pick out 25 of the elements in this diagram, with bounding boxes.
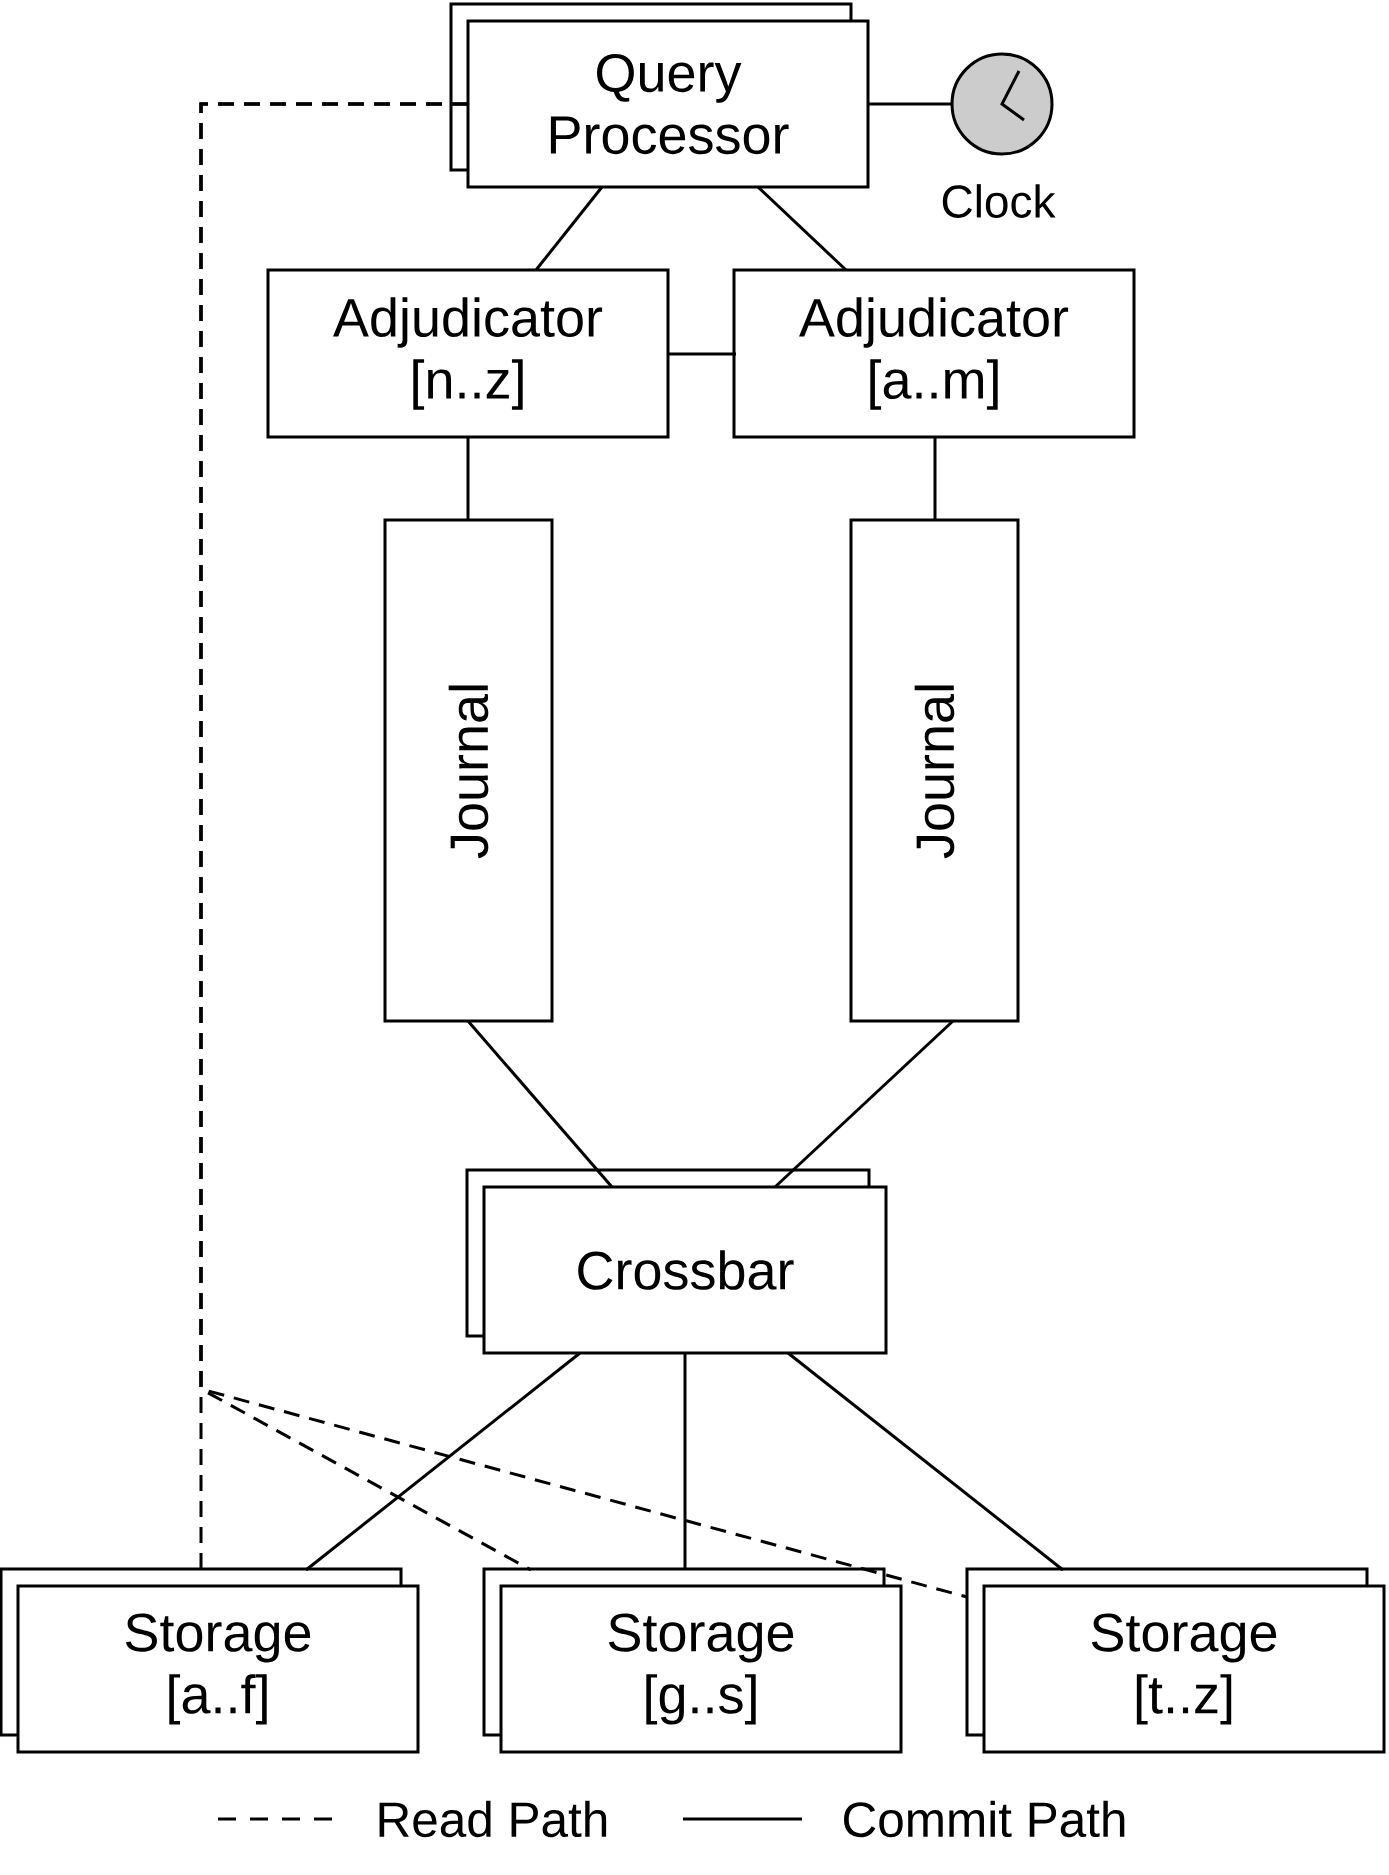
connector-line xyxy=(683,1353,687,1570)
connector-line xyxy=(773,1019,955,1189)
legend-label: Read Path xyxy=(379,1800,607,1838)
process-box: Adjudicator [a..m] xyxy=(732,268,1136,439)
connector-line xyxy=(534,186,604,271)
tall-box: Journal xyxy=(383,518,554,1023)
connector-line xyxy=(668,352,736,356)
stacked-box: Storage [t..z] xyxy=(965,1567,1386,1754)
clock-icon xyxy=(950,52,1054,156)
dashed-connector xyxy=(199,102,968,1599)
connector-line xyxy=(869,102,952,106)
legend-label: Commit Path xyxy=(844,1800,1125,1838)
connector-line xyxy=(466,1020,614,1188)
connector-line xyxy=(787,1351,1064,1572)
connector-line xyxy=(466,437,470,520)
connector-line xyxy=(756,185,848,272)
tall-box: Journal xyxy=(849,518,1020,1023)
process-box: Adjudicator [n..z] xyxy=(266,268,670,439)
stacked-box: Query Processor xyxy=(449,2,870,189)
stacked-box: Storage [g..s] xyxy=(482,1567,903,1754)
stacked-box: Crossbar xyxy=(465,1168,888,1355)
stacked-box: Storage [a..f] xyxy=(0,1567,420,1754)
connector-line xyxy=(933,437,937,520)
node-caption: Clock xyxy=(942,184,1056,218)
connector-line xyxy=(305,1351,581,1572)
